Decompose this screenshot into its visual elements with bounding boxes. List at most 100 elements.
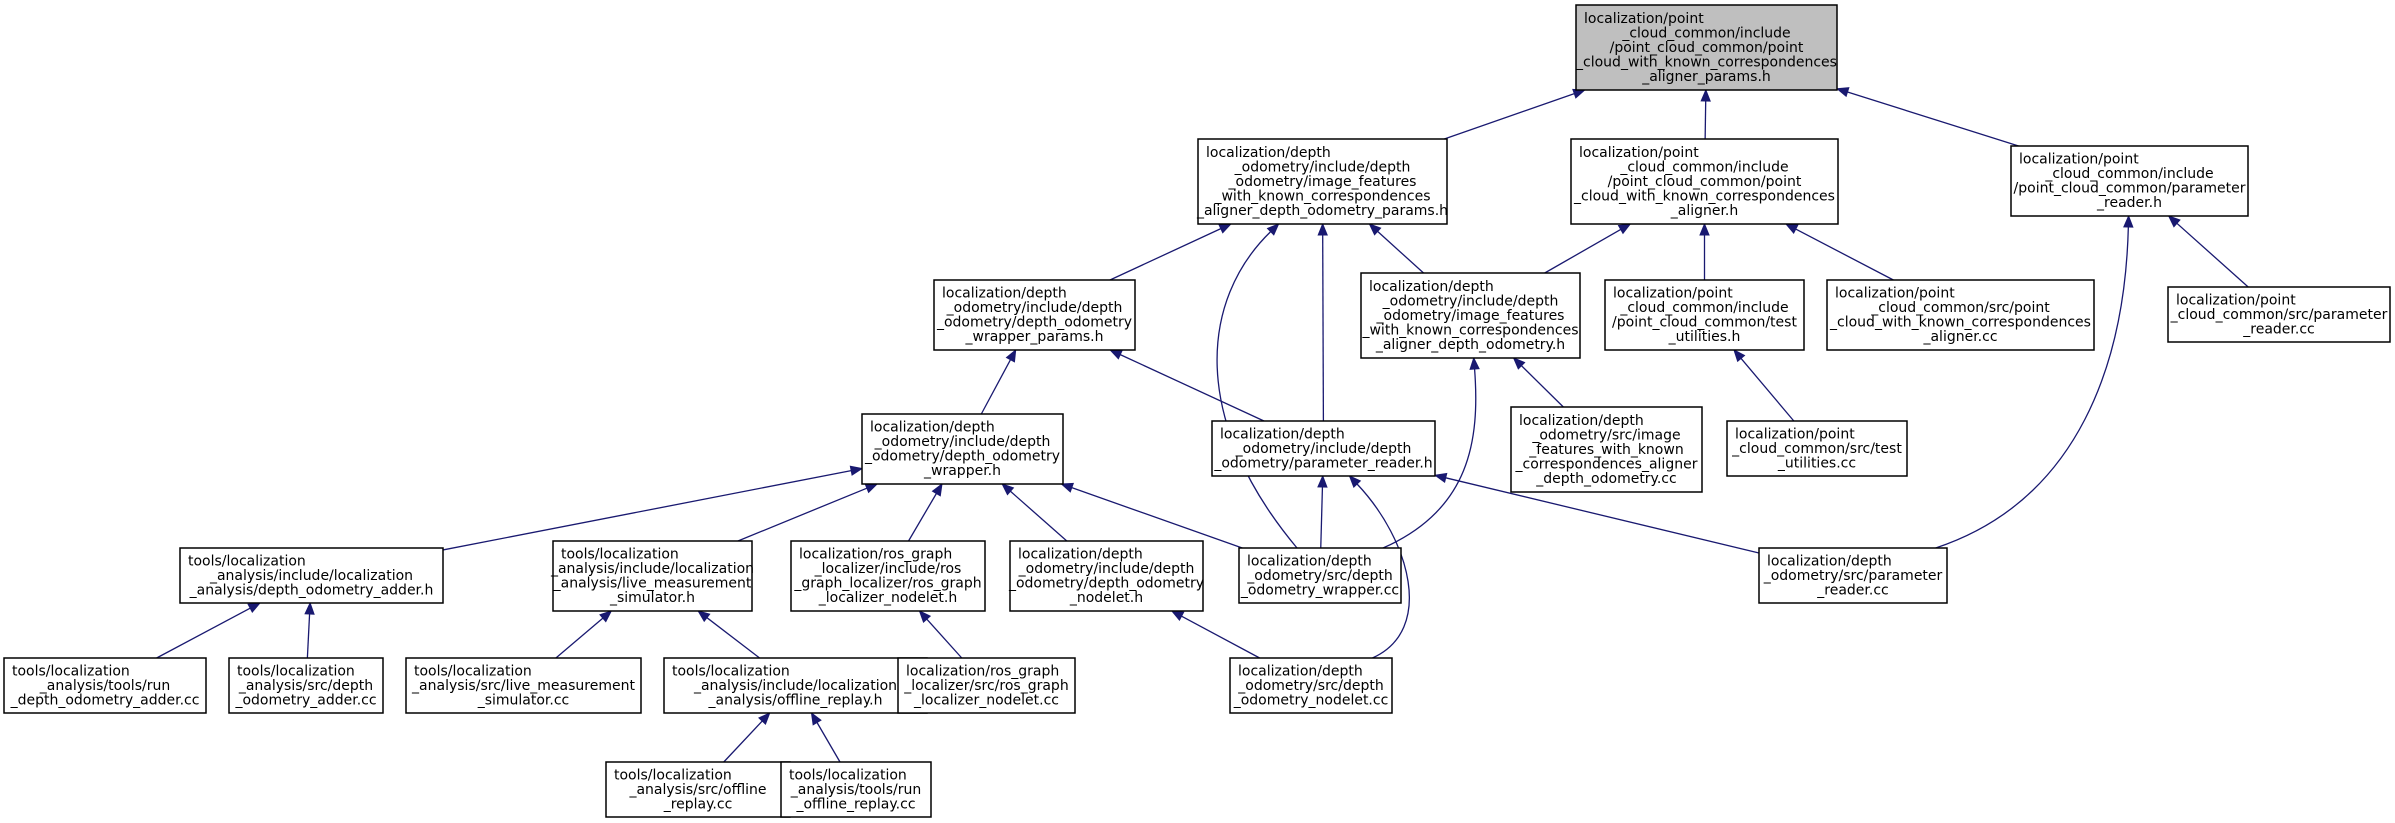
edge-arrowhead [1317,474,1328,488]
node-label-line: tools/localization [561,547,679,563]
dependency-edge [706,617,760,659]
graph-node[interactable]: localization/depth_odometry/include/dept… [1360,272,1581,359]
graph-node[interactable]: localization/depth_odometry/src/image_fe… [1510,406,1703,493]
node-label-line: _odometry/src/depth [1237,678,1383,694]
node-label-line: localization/point [1835,286,1955,302]
node-label-line: _odometry_wrapper.cc [1240,582,1399,598]
edge-arrowhead [864,483,879,494]
graph-node[interactable]: localization/point_cloud_common/include/… [1604,279,1805,351]
graph-node[interactable]: tools/localization_analysis/include/loca… [179,547,444,604]
graph-node[interactable]: localization/depth_odometry/include/dept… [933,279,1136,351]
graph-node[interactable]: localization/depth_odometry/include/dept… [1196,138,1448,225]
graph-node[interactable]: localization/point_cloud_common/src/para… [2167,286,2391,343]
edge-arrowhead [1469,356,1480,370]
node-label-line: _cloud_with_known_correspondences [1575,54,1837,70]
node-label-line: _aligner.h [1670,203,1739,219]
node-label-line: _analysis/include/localization [550,561,754,577]
graph-node[interactable]: localization/depth_odometry/include/dept… [1008,540,1204,612]
edge-arrowhead [1170,610,1185,622]
graph-node[interactable]: localization/ros_graph_localizer/src/ros… [897,657,1076,714]
dependency-edge [1445,477,1760,554]
node-label-line: _odometry/depth_odometry [864,449,1060,465]
graph-node[interactable]: localization/ros_graph_localizer/include… [790,540,986,612]
edge-arrowhead [1368,223,1382,236]
node-label-line: _odometry/image_features [1228,174,1417,190]
graph-node[interactable]: tools/localization_analysis/tools/run_of… [780,761,932,818]
graph-node[interactable]: localization/point_cloud_common/src/poin… [1826,279,2095,351]
node-label-line: _simulator.cc [477,692,570,708]
edge-arrowhead [849,465,864,476]
node-label-line: /point_cloud_common/test [1612,315,1797,331]
node-label-line: _cloud_common/src/point [1870,300,2050,316]
edge-arrowhead [1348,475,1362,488]
graph-node[interactable]: localization/point_cloud_common/include/… [2010,145,2249,217]
node-label-line: _cloud_with_known_correspondences [1829,315,2091,331]
node-label-line: _analysis/tools/run [790,782,921,798]
edge-arrowhead [2167,215,2181,228]
node-label-line: _reader.cc [2242,321,2314,337]
edge-arrowhead [1835,87,1850,98]
dependency-edge [737,487,868,542]
node-label-line: _aligner_depth_odometry_params.h [1196,203,1448,219]
graph-node[interactable]: localization/point_cloud_common/include/… [1570,138,1839,225]
dependency-edge [816,722,841,763]
dependency-edge [156,607,251,659]
graph-node[interactable]: tools/localization_analysis/tools/run_de… [3,657,207,714]
edge-arrowhead [931,482,943,497]
edge-arrowhead [1109,349,1123,360]
node-box [2010,145,2249,217]
graph-node[interactable]: tools/localization_analysis/src/offline_… [605,761,791,818]
node-label-line: localization/depth [1519,413,1644,429]
node-label-line: _odometry/image_features [1376,308,1565,324]
node-label-line: _odometry/include/depth [1382,293,1559,309]
dependency-edge [1119,354,1265,422]
node-box [663,657,928,714]
node-label-line: _analysis/include/localization [209,568,413,584]
graph-node[interactable]: tools/localization_analysis/include/loca… [550,540,754,612]
node-label-line: _cloud_common/include [2044,166,2213,182]
node-label-line: localization/point [1613,286,1733,302]
node-label-line: localization/point [1735,426,1855,442]
node-box [780,761,932,818]
node-box [552,540,753,612]
graph-node[interactable]: localization/depth_odometry/src/depth_od… [1229,657,1393,714]
node-box [933,279,1136,351]
node-box [790,540,986,612]
edge-arrowhead [1005,348,1017,363]
dependency-edge [723,720,763,763]
edge-arrowhead [1266,223,1280,236]
dependency-edge [1377,230,1424,274]
edge-arrowhead [1060,482,1075,493]
node-label-line: _odometry/src/parameter [1763,568,1943,584]
dependency-edge [1356,483,1410,659]
graph-node[interactable]: tools/localization_analysis/include/loca… [663,657,928,714]
graph-node[interactable]: tools/localization_analysis/src/depth_od… [228,657,384,714]
node-label-line: _cloud_common/src/parameter [2170,307,2388,323]
node-label-line: _analysis/tools/run [39,678,170,694]
node-label-line: _cloud_with_known_correspondences [1573,188,1835,204]
node-box [1229,657,1393,714]
graph-node[interactable]: localization/point_cloud_common/src/test… [1726,420,1908,477]
edge-arrowhead [2123,214,2134,228]
node-label-line: _depth_odometry.cc [1535,471,1676,487]
edge-arrowhead [304,601,315,615]
node-label-line: localization/ros_graph [906,663,1059,679]
node-box [1197,138,1448,225]
node-label-line: _analysis/src/depth [238,678,373,694]
graph-node[interactable]: tools/localization_analysis/src/live_mea… [405,657,642,714]
graph-node[interactable]: localization/depth_odometry/src/depth_od… [1238,547,1402,604]
node-label-line: _odometry/depth_odometry [1008,576,1204,592]
node-label-line: tools/localization [789,767,907,783]
node-label-line: tools/localization [614,767,732,783]
node-label-line: /point_cloud_common/point [1610,40,1804,56]
node-label-line: _aligner.cc [1922,329,1997,345]
graph-node[interactable]: localization/depth_odometry/include/dept… [861,413,1064,485]
graph-node[interactable]: localization/depth_odometry/src/paramete… [1758,547,1948,604]
node-box [228,657,384,714]
node-label-line: localization/point [2176,292,2296,308]
graph-node[interactable]: localization/point_cloud_common/include/… [1575,4,1838,91]
node-box [605,761,791,818]
node-label-line: localization/depth [1247,553,1372,569]
graph-node[interactable]: localization/depth_odometry/include/dept… [1211,420,1436,477]
node-label-line: _analysis/include/localization [693,678,897,694]
